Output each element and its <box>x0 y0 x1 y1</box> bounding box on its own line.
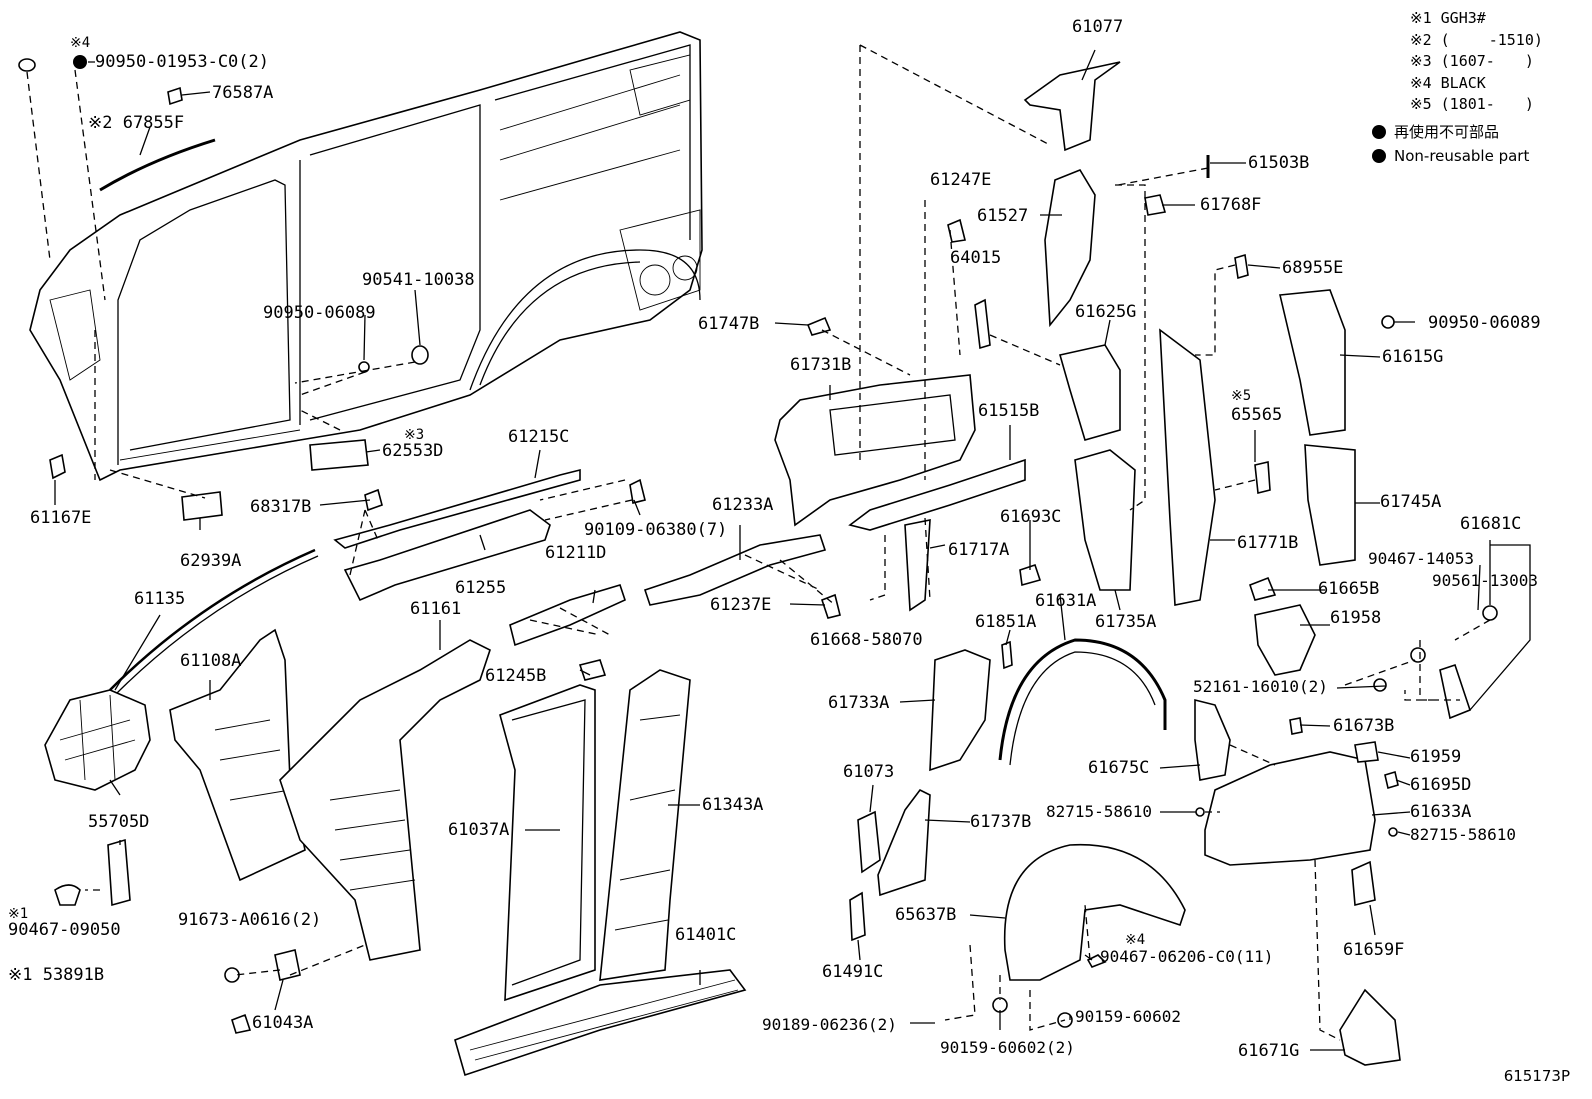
label-65565-note: ※5 <box>1231 388 1252 404</box>
label-61343A: 61343A <box>702 795 764 815</box>
label-61527: 61527 <box>977 206 1029 226</box>
label-76587A: 76587A <box>212 83 274 103</box>
label-90467-09050: 90467-09050 <box>8 920 121 940</box>
legend-bullet-en-text: Non-reusable part <box>1394 146 1530 165</box>
label-61695D: 61695D <box>1410 775 1472 795</box>
label-52161-16010: 52161-16010(2) <box>1193 677 1328 696</box>
label-61735A: 61735A <box>1095 612 1157 632</box>
label-61675C: 61675C <box>1088 758 1150 778</box>
label-90950-01953: 90950-01953-C0(2) <box>95 52 269 72</box>
label-61731B: 61731B <box>790 355 852 375</box>
legend-bullet-jp: 再使用不可部品 <box>1372 120 1543 144</box>
label-90950-01953-note: ※4 <box>70 35 91 51</box>
legend-note-4: ※4 BLACK <box>1410 73 1486 92</box>
label-61958: 61958 <box>1330 608 1382 628</box>
label-61215C: 61215C <box>508 427 570 447</box>
bullet-dot-icon <box>1372 124 1386 139</box>
label-53891B: ※1 53891B <box>8 965 105 985</box>
label-61043A: 61043A <box>252 1013 314 1033</box>
legend-note-2: ※2 ( -1510) <box>1410 30 1543 49</box>
diagram-code: 615173P <box>1503 1067 1570 1085</box>
label-61245B: 61245B <box>485 666 547 686</box>
label-90467-06206: 90467-06206-C0(11) <box>1100 947 1274 966</box>
label-61633A: 61633A <box>1410 802 1472 822</box>
legend-note-3: ※3 (1607- ) <box>1410 52 1534 70</box>
legend-note-5: ※5 (1801- ) <box>1410 95 1534 113</box>
legend-note-1: ※1 GGH3# <box>1410 9 1486 27</box>
label-61615G: 61615G <box>1382 347 1444 367</box>
side-outer-panel-drawing <box>29 31 703 482</box>
label-90950-06089-right: 90950-06089 <box>1428 313 1541 333</box>
label-61491C: 61491C <box>822 962 884 982</box>
label-61161: 61161 <box>410 599 462 619</box>
label-61851A: 61851A <box>975 612 1037 632</box>
label-61681C: 61681C <box>1460 514 1522 534</box>
label-61247E: 61247E <box>930 170 992 190</box>
label-68955E: 68955E <box>1282 258 1344 278</box>
label-90109-06380: 90109-06380(7) <box>584 520 728 540</box>
label-91673-A0616: 91673-A0616(2) <box>178 910 322 930</box>
label-90950-06089-left: 90950-06089 <box>263 303 376 323</box>
legend-bullet-jp-text: 再使用不可部品 <box>1394 122 1500 141</box>
label-62553D-note: ※3 <box>404 427 425 443</box>
label-61211D: 61211D <box>545 543 607 563</box>
label-90159-60602-a: 90159-60602 <box>1075 1007 1181 1026</box>
label-61668-58070: 61668-58070 <box>810 630 923 650</box>
plug-drawing <box>18 58 36 72</box>
label-61717A: 61717A <box>948 540 1010 560</box>
label-61073: 61073 <box>843 762 895 782</box>
label-61135: 61135 <box>134 589 186 609</box>
label-61959: 61959 <box>1410 747 1462 767</box>
bullet-dot-icon <box>1372 148 1386 163</box>
label-61255: 61255 <box>455 578 507 598</box>
label-62939A: 62939A <box>180 551 242 571</box>
legend-bullet-en: Non-reusable part <box>1372 144 1543 168</box>
label-90189-06236: 90189-06236(2) <box>762 1015 897 1034</box>
label-61037A: 61037A <box>448 820 510 840</box>
label-61673B: 61673B <box>1333 716 1395 736</box>
label-61693C: 61693C <box>1000 507 1062 527</box>
legend-notes: ※1 GGH3# ※2 ( -1510) ※3 (1607- ) ※4 BLAC… <box>1410 8 1543 116</box>
label-55705D: 55705D <box>88 812 150 832</box>
label-67855F: ※2 67855F <box>88 113 185 133</box>
label-61167E: 61167E <box>30 508 92 528</box>
label-68317B: 68317B <box>250 497 312 517</box>
label-61503B: 61503B <box>1248 153 1310 173</box>
label-61745A: 61745A <box>1380 492 1442 512</box>
label-61077: 61077 <box>1072 17 1124 37</box>
label-61671G: 61671G <box>1238 1041 1300 1061</box>
label-61237E: 61237E <box>710 595 772 615</box>
label-61771B: 61771B <box>1237 533 1299 553</box>
label-90561-13003: 90561-13003 <box>1432 571 1538 590</box>
label-90467-09050-note: ※1 <box>8 906 29 922</box>
label-82715-58610-b: 82715-58610 <box>1410 825 1516 844</box>
legend: ※1 GGH3# ※2 ( -1510) ※3 (1607- ) ※4 BLAC… <box>1372 8 1543 168</box>
label-61233A: 61233A <box>712 495 774 515</box>
label-90159-60602-b: 90159-60602(2) <box>940 1038 1075 1057</box>
label-64015: 64015 <box>950 248 1002 268</box>
label-90541-10038: 90541-10038 <box>362 270 475 290</box>
label-61733A: 61733A <box>828 693 890 713</box>
label-90467-14053: 90467-14053 <box>1368 549 1474 568</box>
label-65565: 65565 <box>1231 405 1283 425</box>
label-61631A: 61631A <box>1035 591 1097 611</box>
label-61108A: 61108A <box>180 651 242 671</box>
label-61737B: 61737B <box>970 812 1032 832</box>
label-61659F: 61659F <box>1343 940 1405 960</box>
label-62553D: 62553D <box>382 441 444 461</box>
label-90467-06206-note: ※4 <box>1125 932 1146 948</box>
label-61665B: 61665B <box>1318 579 1380 599</box>
label-65637B: 65637B <box>895 905 957 925</box>
label-82715-58610-a: 82715-58610 <box>1046 802 1152 821</box>
label-61625G: 61625G <box>1075 302 1137 322</box>
label-61401C: 61401C <box>675 925 737 945</box>
label-61515B: 61515B <box>978 401 1040 421</box>
label-61747B: 61747B <box>698 314 760 334</box>
label-61768F: 61768F <box>1200 195 1262 215</box>
